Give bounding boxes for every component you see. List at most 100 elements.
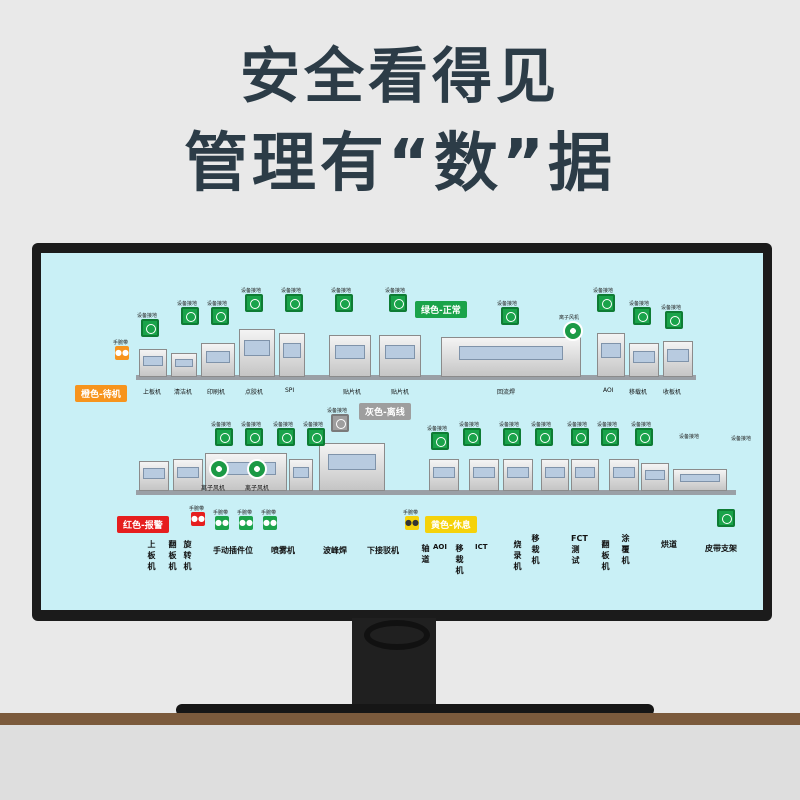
- ground-label: 设备接地: [597, 422, 618, 428]
- machine-printer[interactable]: [201, 343, 235, 377]
- ground-icon[interactable]: [633, 307, 651, 325]
- ground-icon[interactable]: [665, 311, 683, 329]
- ground-icon[interactable]: [307, 428, 325, 446]
- ground-label: 设备接地: [177, 301, 198, 307]
- vertical-machine-label: 烧录机: [513, 540, 522, 571]
- ground-icon[interactable]: [571, 428, 589, 446]
- machine-cleaner[interactable]: [171, 353, 197, 377]
- ground-icon[interactable]: [501, 307, 519, 325]
- status-badge-normal: 绿色-正常: [415, 301, 467, 318]
- monitor-screen: 上板机 清洁机 印刷机 点胶机 SPI 贴片机 贴片机 回流焊 AOI 移载机 …: [41, 253, 763, 610]
- machine-label: 贴片机: [391, 389, 410, 396]
- machine-loader[interactable]: [139, 349, 167, 377]
- machine-fct[interactable]: [609, 459, 639, 491]
- ground-label: 设备接地: [531, 422, 552, 428]
- machine-transfer[interactable]: [629, 343, 659, 377]
- desk-shadow: [0, 725, 800, 800]
- ground-icon[interactable]: [277, 428, 295, 446]
- vertical-machine-label: 移栽机: [455, 544, 464, 575]
- machine-label: 离子风机: [245, 485, 270, 492]
- ground-label: 设备接地: [281, 288, 302, 294]
- ground-icon[interactable]: [335, 294, 353, 312]
- machine-aoi-2[interactable]: [469, 459, 499, 491]
- ion-fan-icon[interactable]: [209, 459, 229, 479]
- machine-label: 移载机: [629, 389, 648, 396]
- ground-label: 设备接地: [459, 422, 480, 428]
- machine-downstream-conveyor[interactable]: [429, 459, 459, 491]
- ground-icon[interactable]: [245, 294, 263, 312]
- wrist-strap-icon-alarm[interactable]: ●●: [191, 512, 205, 526]
- headline-line-2: 管理有“数”据: [183, 127, 617, 201]
- ground-icon[interactable]: [181, 307, 199, 325]
- ground-icon[interactable]: [285, 294, 303, 312]
- ground-label: 设备接地: [679, 434, 700, 440]
- ground-icon[interactable]: [141, 319, 159, 337]
- ground-label: 设备接地: [661, 305, 682, 311]
- machine-wave-solder[interactable]: [319, 443, 385, 491]
- machine-label: AOI: [603, 387, 614, 394]
- ground-label: 设备接地: [499, 422, 520, 428]
- machine-sprayer[interactable]: [289, 459, 313, 491]
- machine-label: 回流焊: [497, 389, 516, 396]
- ground-label: 设备接地: [567, 422, 588, 428]
- machine-label: 收板机: [663, 389, 682, 396]
- machine-oven[interactable]: [673, 469, 727, 491]
- machine-flipper[interactable]: [173, 459, 203, 491]
- vertical-machine-label: 翻板机: [168, 540, 177, 571]
- machine-loader-2[interactable]: [139, 461, 169, 491]
- bottom-machine-label: 下接驳机: [367, 546, 399, 555]
- wrist-strap-icon-rest[interactable]: ●●: [405, 516, 419, 530]
- strap-label: 手腕带: [237, 510, 253, 516]
- ground-icon[interactable]: [245, 428, 263, 446]
- machine-dispenser[interactable]: [239, 329, 275, 377]
- wrist-strap-icon[interactable]: ●●: [115, 346, 129, 360]
- machine-transfer-2[interactable]: [571, 459, 599, 491]
- ground-icon[interactable]: [601, 428, 619, 446]
- bottom-machine-label: ICT: [475, 543, 488, 551]
- machine-ict[interactable]: [503, 459, 533, 491]
- vertical-machine-label: FCT测试: [571, 534, 588, 565]
- ground-icon[interactable]: [717, 509, 735, 527]
- ground-icon-offline[interactable]: [331, 414, 349, 432]
- wrist-strap-icon[interactable]: ●●: [215, 516, 229, 530]
- ground-label: 设备接地: [331, 288, 352, 294]
- ion-fan-icon[interactable]: [563, 321, 583, 341]
- machine-spi[interactable]: [279, 333, 305, 377]
- ground-icon[interactable]: [635, 428, 653, 446]
- ground-label: 设备接地: [273, 422, 294, 428]
- headline-line-1: 安全看得见: [240, 42, 560, 112]
- ion-fan-icon[interactable]: [247, 459, 267, 479]
- ground-label: 设备接地: [593, 288, 614, 294]
- ground-icon[interactable]: [503, 428, 521, 446]
- machine-aoi[interactable]: [597, 333, 625, 377]
- ground-icon[interactable]: [431, 432, 449, 450]
- machine-label: 清洁机: [174, 389, 193, 396]
- bottom-machine-label: 喷雾机: [271, 546, 295, 555]
- ground-label: 设备接地: [211, 422, 232, 428]
- ground-icon[interactable]: [211, 307, 229, 325]
- ground-label: 设备接地: [303, 422, 324, 428]
- machine-mounter-2[interactable]: [379, 335, 421, 377]
- machine-reflow[interactable]: [441, 337, 581, 377]
- ground-label: 设备接地: [497, 301, 518, 307]
- ground-icon[interactable]: [535, 428, 553, 446]
- ground-icon[interactable]: [463, 428, 481, 446]
- ground-icon[interactable]: [389, 294, 407, 312]
- machine-flipper-2[interactable]: [641, 463, 669, 491]
- ground-icon[interactable]: [597, 294, 615, 312]
- ground-label: 设备接地: [241, 288, 262, 294]
- vertical-machine-label: 翻板机: [601, 540, 610, 571]
- wrist-strap-icon[interactable]: ●●: [263, 516, 277, 530]
- machine-label: 点胶机: [245, 389, 264, 396]
- machine-unloader[interactable]: [663, 341, 693, 377]
- strap-label: 手腕带: [213, 510, 229, 516]
- wrist-strap-icon[interactable]: ●●: [239, 516, 253, 530]
- ground-label: 设备接地: [385, 288, 406, 294]
- machine-mounter-1[interactable]: [329, 335, 371, 377]
- machine-programmer[interactable]: [541, 459, 569, 491]
- stand-cable-ring: [364, 620, 430, 650]
- desk: [0, 713, 800, 725]
- bottom-machine-label: 手动插件位: [213, 546, 253, 555]
- ground-label: 设备接地: [207, 301, 228, 307]
- ground-icon[interactable]: [215, 428, 233, 446]
